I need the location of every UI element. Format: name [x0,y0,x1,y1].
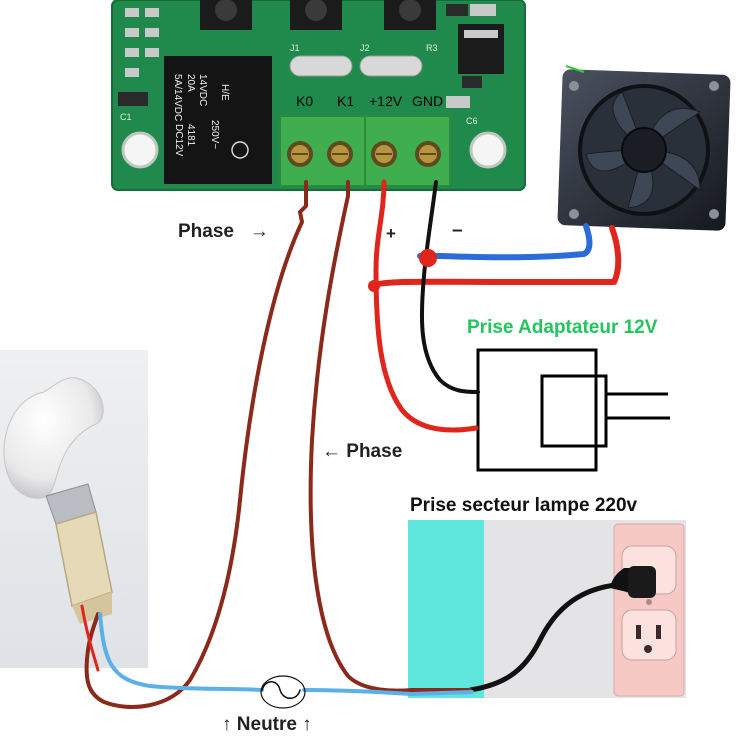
wire-phase-lamp [84,180,308,709]
label-phase-top: Phase → [178,221,269,243]
adapter-12v [476,348,670,472]
label-phase-mid: ← Phase [322,441,402,463]
relay-brand: H/E [219,84,230,101]
push-button [200,0,252,30]
thermostat-board: J1 J2 R3 C6 C1 H/E 20A 14VDC 5A/14VDC 25… [111,0,526,191]
relay-spec: 20A [185,74,196,92]
wire-lamp-red [80,604,100,672]
wall-outlet-photo [408,520,686,698]
wire-phase-outlet [308,180,472,693]
label-lamp-outlet: Prise secteur lampe 220v [410,495,638,516]
relay-spec: 14VDC [197,74,208,106]
push-button [290,0,342,30]
terminal-screw [371,141,397,167]
wire-plus-12v [373,179,479,433]
terminal-screw [287,141,313,167]
arrow-left-icon: ← [322,441,341,462]
mounting-hole [469,131,507,169]
push-button [384,0,436,30]
lamp-photo [0,350,148,668]
outlet-highlight [408,520,484,698]
arrow-up-icon: ↑ [302,714,312,735]
smd-components [118,4,496,108]
relay-spec: 5A/14VDC [172,74,183,121]
terminal-label-12v: +12V [369,93,403,109]
label-adapter: Prise Adaptateur 12V [467,317,658,338]
label-plus: + [386,224,396,243]
wires [80,179,622,709]
phase-mid-text: Phase [346,441,403,462]
silk-r3: R3 [426,43,438,53]
cooling-fan [557,65,731,231]
wire-fan-minus [417,223,593,261]
terminal-label-k1: K1 [337,93,354,109]
certification-mark [231,141,249,159]
junction-dot [368,280,380,292]
silk-c6: C6 [466,116,478,126]
silk-c1: C1 [120,112,132,122]
neutral-splice [261,681,301,699]
arrow-right-icon: → [249,221,269,242]
screw-terminal-block [279,115,451,187]
light-bulb [3,377,104,499]
crystal-j1 [289,55,353,77]
neutre-text: Neutre [236,714,297,735]
relay: H/E 20A 14VDC 5A/14VDC 250V~ DC12V 4181 [164,56,272,184]
terminal-screw [327,141,353,167]
terminal-label-k0: K0 [296,93,313,109]
terminal-label-gnd: GND [412,93,443,109]
phase-top-text: Phase [178,221,234,242]
relay-spec: DC12V [173,124,184,157]
arrow-up-icon: ↑ [222,714,232,735]
power-cord [469,581,627,693]
relay-spec: 250V~ [209,120,220,149]
silk-j2: J2 [360,43,370,53]
wire-fan-plus [369,225,622,289]
relay-spec: 4181 [185,124,196,147]
terminal-screw [415,141,441,167]
mounting-hole [121,131,159,169]
junction-dot [419,249,437,267]
wire-gnd [419,180,480,394]
wire-neutral [98,612,474,696]
crystal-j2 [359,55,423,77]
silk-j1: J1 [290,43,300,53]
label-neutre: ↑ Neutre ↑ [222,714,312,736]
label-minus: – [452,220,463,241]
